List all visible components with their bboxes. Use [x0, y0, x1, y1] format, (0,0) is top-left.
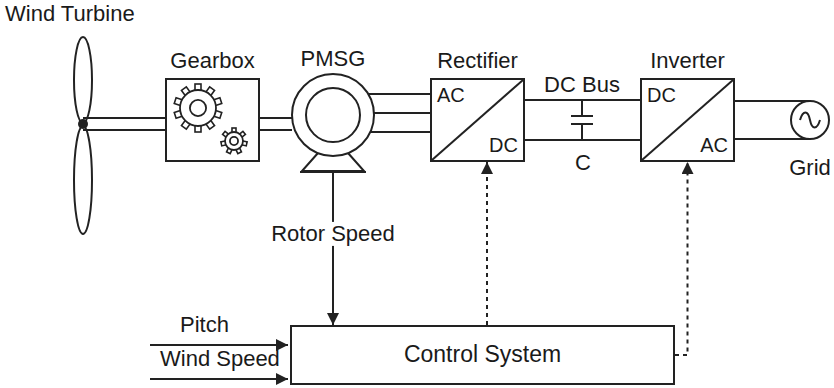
grid-source: Grid [790, 100, 830, 140]
gear-body [225, 132, 243, 150]
control-system-box: Control System [290, 325, 675, 385]
bus-label: DC Bus [544, 73, 620, 97]
diagonal-line [432, 80, 523, 160]
power-connection [332, 173, 334, 325]
node-heading: Inverter [650, 49, 725, 73]
gearbox-box: Gearbox [165, 78, 260, 162]
input-arrow [150, 344, 288, 346]
source-circle [791, 101, 829, 139]
capacitor-lead [581, 100, 583, 116]
power-connection [260, 118, 292, 130]
turbine-blade [74, 126, 92, 234]
node-heading: Grid [789, 156, 831, 180]
node-heading: Rectifier [437, 49, 518, 73]
signal-label: Pitch [180, 313, 229, 337]
capacitor-plate [571, 115, 593, 117]
sine-symbol [800, 113, 820, 128]
node-text: Control System [404, 342, 561, 367]
generator-base [300, 171, 366, 173]
capacitor-plate [571, 123, 593, 125]
power-connection [368, 94, 430, 132]
node-heading: PMSG [301, 47, 366, 71]
gear-icon [174, 84, 247, 154]
gear [221, 128, 247, 154]
control-signal [675, 162, 688, 355]
control-signal [486, 162, 488, 325]
rectifier-box: RectifierACDC [430, 78, 525, 162]
signal-label: Wind Speed [160, 347, 280, 371]
input-arrow [150, 378, 288, 380]
capacitor-lead [581, 124, 583, 140]
port-label: DC [647, 84, 676, 106]
port-label: AC [700, 134, 728, 156]
turbine-hub [78, 119, 88, 129]
inverter-box: InverterDCAC [640, 78, 735, 162]
port-label: AC [437, 84, 465, 106]
node-heading: Gearbox [170, 49, 254, 73]
gear-body [180, 90, 216, 126]
port-label: DC [489, 134, 518, 156]
generator-stator [292, 74, 374, 156]
power-connection [525, 100, 640, 140]
generator-outline [288, 73, 378, 173]
generator-symbol: PMSG [288, 73, 378, 173]
gear-hole [190, 100, 206, 116]
grid-outline [790, 100, 830, 140]
capacitor-label: C [575, 151, 591, 175]
turbine-shaft [83, 117, 165, 119]
turbine-label: Wind Turbine [5, 2, 135, 26]
turbine-shaft [83, 129, 165, 131]
gear [174, 84, 222, 132]
generator-rotor [306, 88, 360, 142]
gear-hole [230, 137, 238, 145]
signal-label: Rotor Speed [268, 222, 398, 246]
turbine-blade [74, 37, 92, 123]
diagonal-line [642, 80, 733, 160]
